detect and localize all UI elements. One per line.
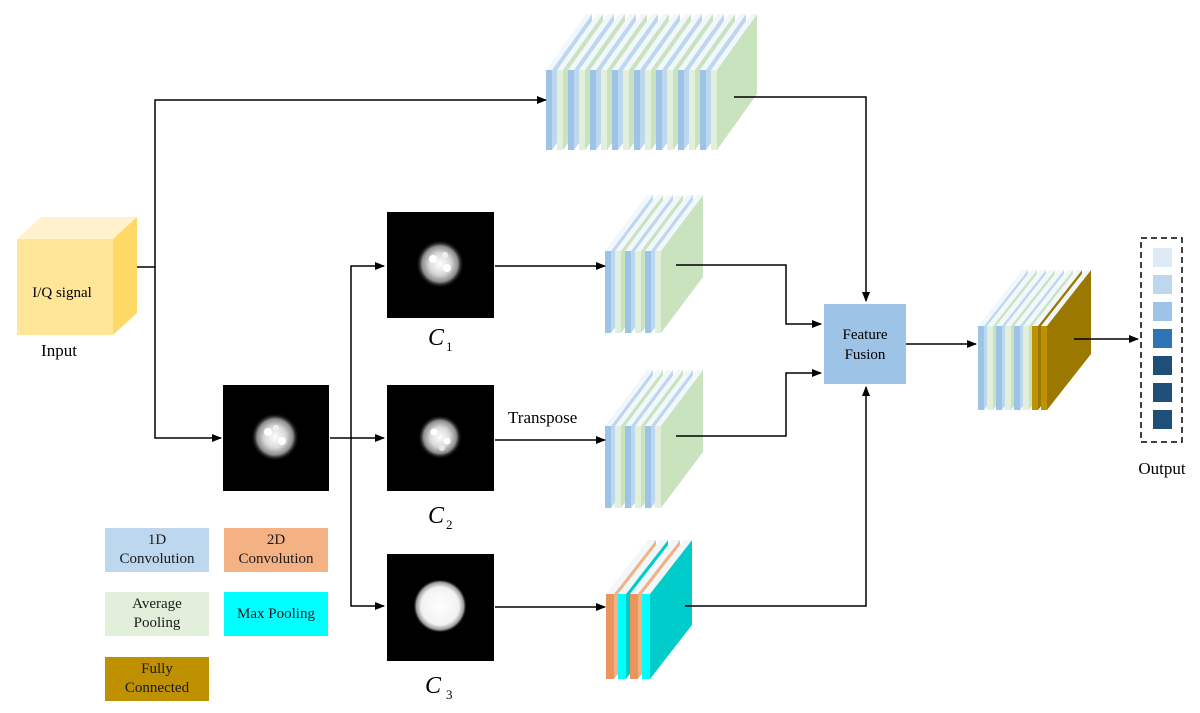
output-cell bbox=[1153, 329, 1172, 348]
constellation-image-c2 bbox=[387, 385, 494, 491]
output-cell bbox=[1153, 356, 1172, 375]
arrow-image-to-c3 bbox=[350, 438, 385, 610]
output-cell bbox=[1153, 302, 1172, 321]
constellation-image-main bbox=[223, 385, 329, 491]
feature-fusion-block: Feature Fusion bbox=[824, 304, 906, 384]
c3-label: C 3 bbox=[425, 673, 453, 702]
connectors bbox=[137, 96, 1139, 611]
transpose-label: Transpose bbox=[508, 408, 577, 427]
avg-pool-layer bbox=[655, 370, 703, 508]
c1-branch-layer-stack bbox=[605, 195, 703, 333]
output-label: Output bbox=[1138, 459, 1186, 478]
arrow-image-to-c1 bbox=[350, 262, 385, 438]
arrow-top-stack-to-fusion bbox=[734, 96, 870, 302]
arrow-c2-stack-to-fusion bbox=[676, 369, 822, 437]
c2-label: C 2 bbox=[428, 503, 453, 532]
avg-pool-layer bbox=[655, 195, 703, 333]
legend-2d-convolution: 2D Convolution bbox=[224, 528, 328, 572]
c1-label: C 1 bbox=[428, 325, 453, 354]
input-cube-side bbox=[113, 217, 137, 335]
arrow-input-to-top-stack bbox=[137, 96, 547, 268]
svg-text:C: C bbox=[425, 673, 442, 699]
input-cube-front bbox=[17, 239, 113, 335]
svg-text:C: C bbox=[428, 503, 445, 529]
output-cell bbox=[1153, 410, 1172, 429]
arrow-c3-stack-to-fusion bbox=[685, 386, 870, 607]
arrow-input-to-image bbox=[154, 267, 222, 442]
output-vector bbox=[1140, 237, 1183, 443]
feature-fusion-box bbox=[824, 304, 906, 384]
input-cube-label: I/Q signal bbox=[32, 285, 92, 301]
arrow-c1-stack-to-fusion bbox=[676, 264, 822, 328]
avg-pool-layer bbox=[711, 14, 757, 150]
output-cell bbox=[1153, 275, 1172, 294]
fully-connected-layer bbox=[1041, 270, 1091, 410]
legend-average-pooling: Average Pooling bbox=[105, 592, 209, 636]
input-cube-top bbox=[17, 217, 137, 239]
output-cell bbox=[1153, 383, 1172, 402]
constellation-image-c3 bbox=[387, 554, 494, 661]
svg-text:1: 1 bbox=[446, 339, 453, 354]
c2-branch-layer-stack bbox=[605, 370, 703, 508]
c3-branch-layer-stack bbox=[606, 540, 692, 679]
svg-text:3: 3 bbox=[446, 687, 453, 702]
output-cell bbox=[1153, 248, 1172, 267]
feature-fusion-label-1: Feature bbox=[843, 327, 888, 343]
input-label: Input bbox=[41, 341, 77, 360]
constellation-image-c1 bbox=[387, 212, 494, 318]
feature-fusion-label-2: Fusion bbox=[845, 347, 886, 363]
legend-max-pooling: Max Pooling bbox=[224, 592, 328, 636]
top-branch-layer-stack bbox=[546, 14, 757, 150]
svg-text:2: 2 bbox=[446, 517, 453, 532]
input-cube: I/Q signal bbox=[17, 217, 137, 335]
legend-fully-connected: Fully Connected bbox=[105, 657, 209, 701]
svg-text:C: C bbox=[428, 325, 445, 351]
legend-1d-convolution: 1D Convolution bbox=[105, 528, 209, 572]
max-pool-layer bbox=[642, 540, 692, 679]
fusion-output-layer-stack bbox=[978, 270, 1091, 410]
